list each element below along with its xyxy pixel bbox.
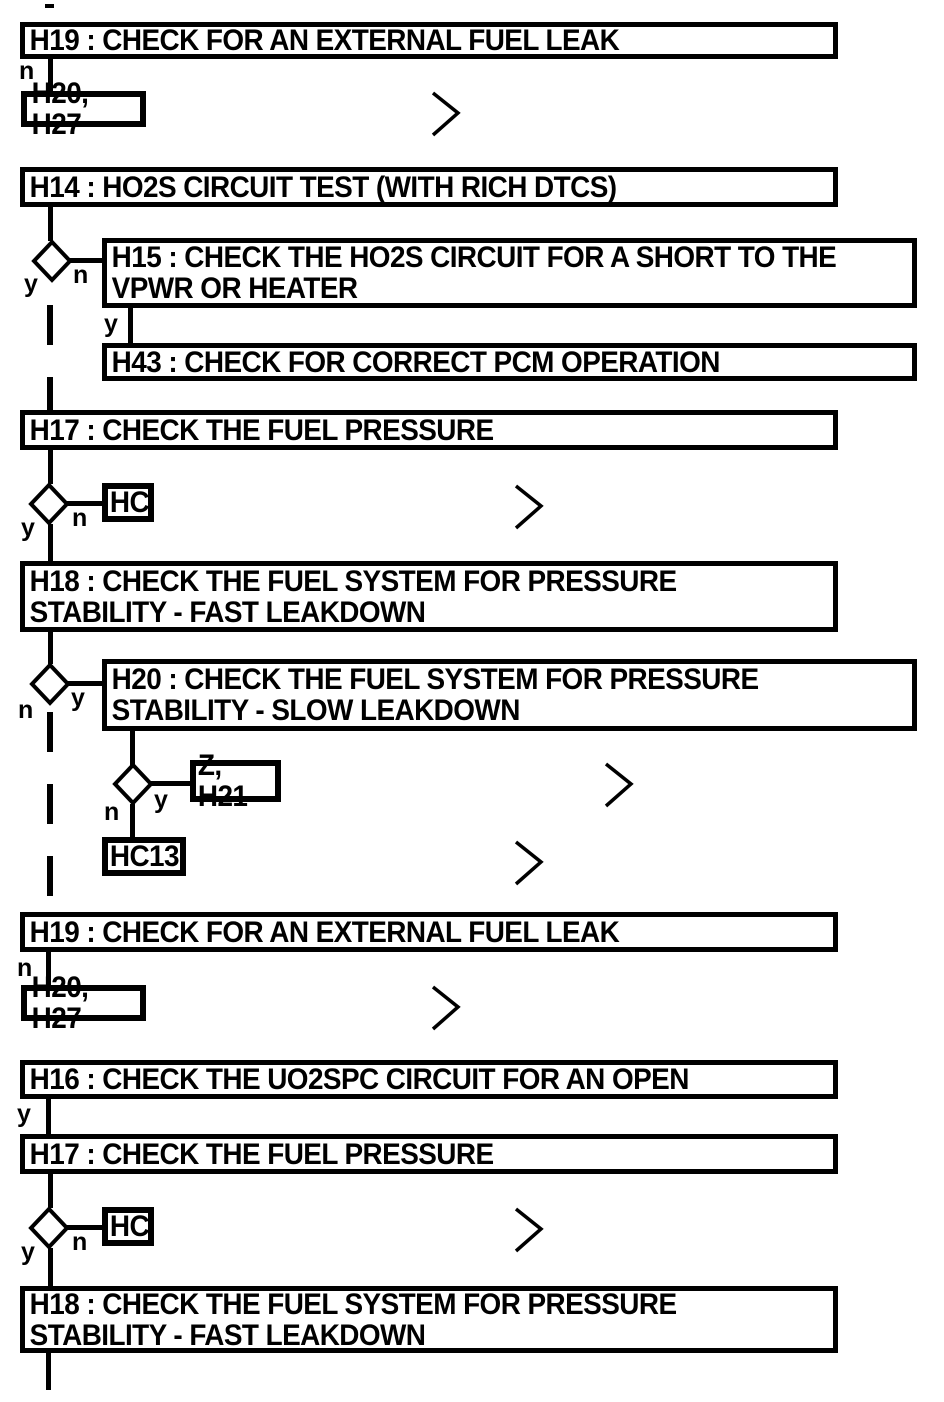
step-label: H16 : CHECK THE UO2SPC CIRCUIT FOR AN OP… xyxy=(29,1063,690,1096)
branch-label-no: n xyxy=(73,261,89,289)
branch-label-yes: y xyxy=(17,1100,31,1128)
branch-label-yes: y xyxy=(154,786,168,814)
step-box-h14: H14 : HO2S CIRCUIT TEST (WITH RICH DTCS) xyxy=(20,167,838,207)
connector-line xyxy=(46,952,51,986)
step-box-h15: H15 : CHECK THE HO2S CIRCUIT FOR A SHORT… xyxy=(102,238,917,308)
dashed-line-remnant xyxy=(45,4,54,8)
result-label: HC xyxy=(109,1210,150,1243)
connector-line xyxy=(48,207,53,241)
connector-line xyxy=(48,1174,53,1208)
dashed-connector-segment xyxy=(47,377,53,412)
decision-diamond xyxy=(31,239,73,283)
result-label: HC13 xyxy=(109,840,180,873)
decision-diamond xyxy=(28,482,70,526)
connector-line xyxy=(48,524,53,563)
result-box-hc-lower: HC xyxy=(102,1207,154,1246)
step-label: H19 : CHECK FOR AN EXTERNAL FUEL LEAK xyxy=(29,915,620,949)
connector-line xyxy=(67,681,103,686)
result-label: HC xyxy=(109,486,150,519)
step-box-h19-lower: H19 : CHECK FOR AN EXTERNAL FUEL LEAK xyxy=(20,912,838,952)
step-label: H14 : HO2S CIRCUIT TEST (WITH RICH DTCS) xyxy=(29,170,617,204)
connector-line xyxy=(66,1225,103,1230)
result-box-z-h21: Z, H21 xyxy=(190,750,281,812)
step-box-h18-upper: H18 : CHECK THE FUEL SYSTEM FOR PRESSURE… xyxy=(20,561,838,632)
decision-diamond xyxy=(28,1206,70,1250)
branch-label-yes: y xyxy=(21,1238,35,1266)
connector-line xyxy=(150,781,191,786)
connector-line xyxy=(48,450,53,484)
step-label: H17 : CHECK THE FUEL PRESSURE xyxy=(29,413,494,447)
result-label: Z, H21 xyxy=(197,749,248,813)
step-box-h20-slow: H20 : CHECK THE FUEL SYSTEM FOR PRESSURE… xyxy=(102,659,917,731)
branch-label-yes: y xyxy=(21,514,35,542)
branch-label-no: n xyxy=(18,696,34,724)
step-label: H19 : CHECK FOR AN EXTERNAL FUEL LEAK xyxy=(29,24,620,57)
branch-label-no: n xyxy=(72,1228,88,1256)
connector-line xyxy=(48,59,53,92)
connector-line xyxy=(48,1248,53,1288)
branch-label-yes: y xyxy=(104,310,118,338)
result-box-hc13: HC13 xyxy=(102,837,186,876)
step-label: H18 : CHECK THE FUEL SYSTEM FOR PRESSURE… xyxy=(29,564,677,629)
branch-label-no: n xyxy=(104,798,120,826)
result-box-hc-upper: HC xyxy=(102,483,154,522)
continuation-chevron-icon xyxy=(603,761,635,809)
connector-line xyxy=(46,1099,51,1135)
result-label: H20, H27 xyxy=(31,77,89,141)
step-label: H18 : CHECK THE FUEL SYSTEM FOR PRESSURE… xyxy=(29,1287,677,1352)
connector-line xyxy=(69,258,104,263)
step-label: H17 : CHECK THE FUEL PRESSURE xyxy=(29,1137,494,1171)
dashed-connector-segment xyxy=(47,712,53,752)
dashed-connector-segment xyxy=(47,856,53,896)
step-label: H20 : CHECK THE FUEL SYSTEM FOR PRESSURE… xyxy=(111,663,759,727)
step-box-h16: H16 : CHECK THE UO2SPC CIRCUIT FOR AN OP… xyxy=(20,1060,838,1099)
dashed-connector-segment xyxy=(47,784,53,824)
result-box-h20-h27-lower: H20, H27 xyxy=(21,972,146,1034)
step-box-h43: H43 : CHECK FOR CORRECT PCM OPERATION xyxy=(102,343,917,381)
step-box-h19-top: H19 : CHECK FOR AN EXTERNAL FUEL LEAK xyxy=(20,22,838,59)
branch-label-yes: y xyxy=(24,270,38,298)
dashed-connector-segment xyxy=(47,305,53,345)
branch-label-no: n xyxy=(19,57,35,85)
decision-diamond xyxy=(112,762,154,806)
step-label: H43 : CHECK FOR CORRECT PCM OPERATION xyxy=(111,345,721,379)
connector-line xyxy=(128,308,133,343)
decision-diamond xyxy=(29,662,71,706)
continuation-chevron-icon xyxy=(430,90,462,138)
continuation-chevron-icon xyxy=(430,984,462,1032)
step-box-h18-lower: H18 : CHECK THE FUEL SYSTEM FOR PRESSURE… xyxy=(20,1286,838,1353)
continuation-chevron-icon xyxy=(513,1206,545,1254)
step-box-h17-lower: H17 : CHECK THE FUEL PRESSURE xyxy=(20,1134,838,1174)
result-box-h20-h27-top: H20, H27 xyxy=(21,78,146,140)
connector-line xyxy=(66,501,103,506)
connector-line xyxy=(130,731,135,767)
continuation-chevron-icon xyxy=(513,839,545,887)
result-label: H20, H27 xyxy=(31,971,89,1035)
step-label: H15 : CHECK THE HO2S CIRCUIT FOR A SHORT… xyxy=(111,241,837,305)
branch-label-no: n xyxy=(72,504,88,532)
connector-line xyxy=(46,1353,51,1390)
branch-label-yes: y xyxy=(71,684,85,712)
continuation-chevron-icon xyxy=(513,483,545,531)
step-box-h17-upper: H17 : CHECK THE FUEL PRESSURE xyxy=(20,410,838,450)
branch-label-no: n xyxy=(17,954,33,982)
connector-line xyxy=(130,804,135,839)
connector-line xyxy=(48,632,53,664)
